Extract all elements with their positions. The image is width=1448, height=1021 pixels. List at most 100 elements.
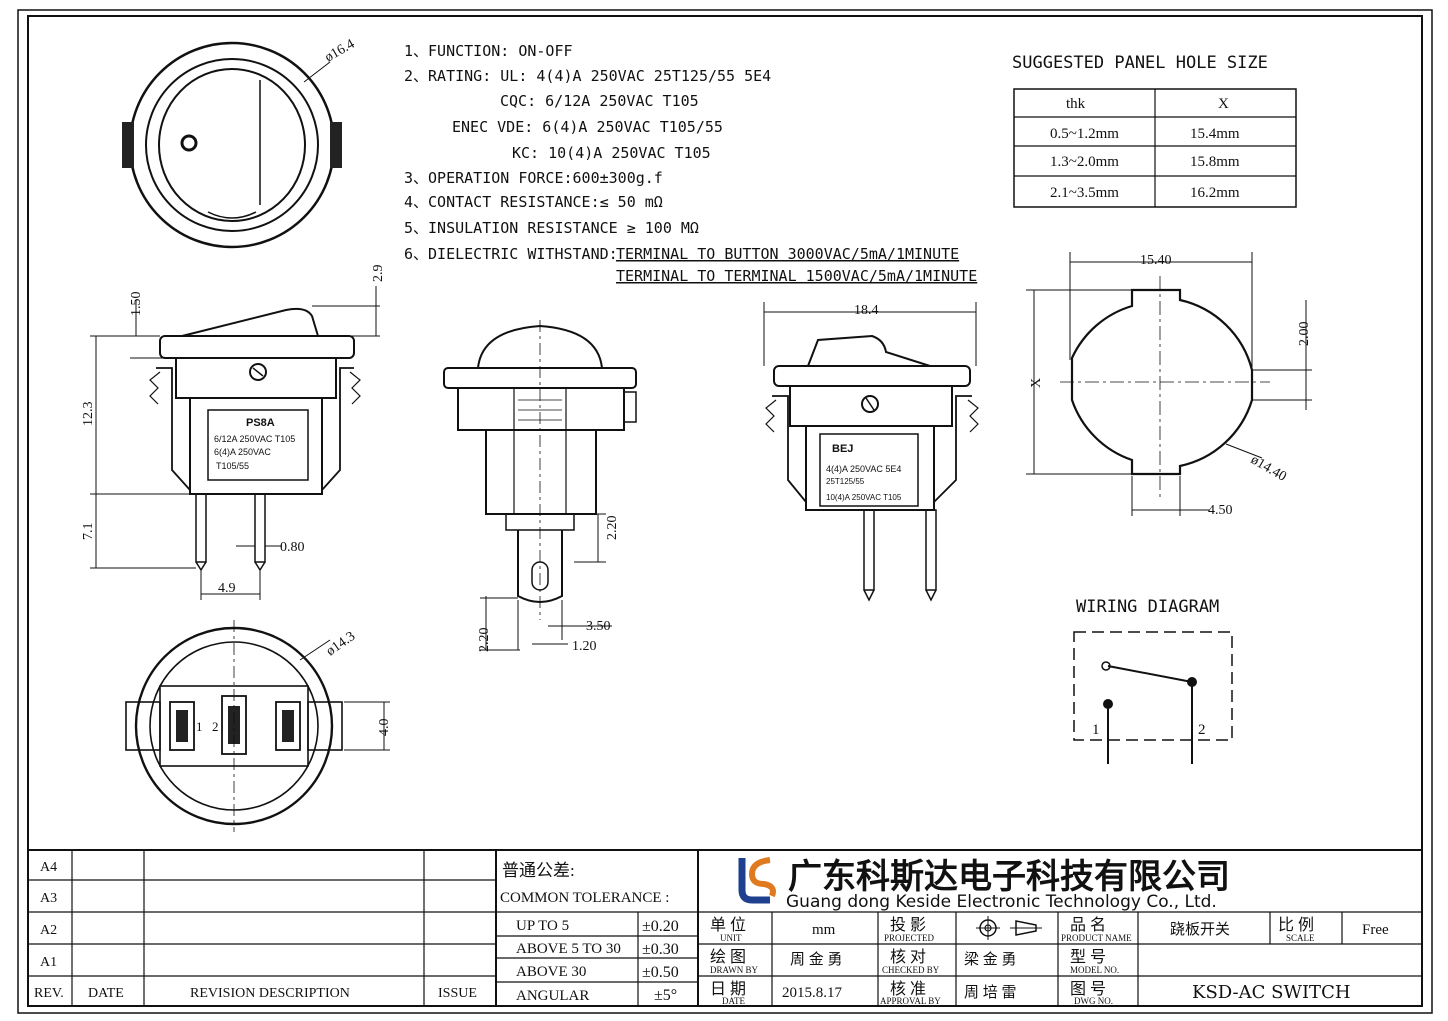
scale-value: Free bbox=[1362, 922, 1389, 938]
dwg-no-label-en: DWG NO. bbox=[1074, 996, 1113, 1006]
projected-label-cn: 投 影 bbox=[890, 916, 926, 934]
dim-1540: 15.40 bbox=[1140, 253, 1172, 268]
spec-insulation: 5、INSULATION RESISTANCE ≥ 100 MΩ bbox=[404, 219, 699, 237]
dim-200: 2.00 bbox=[1297, 322, 1312, 347]
tol-angular: ANGULAR bbox=[516, 988, 589, 1004]
rev-row-a2: A2 bbox=[40, 923, 57, 938]
front-label-line1: 6/12A 250VAC T105 bbox=[214, 434, 295, 444]
panel-title: SUGGESTED PANEL HOLE SIZE bbox=[1012, 53, 1268, 73]
rev-row-a1: A1 bbox=[40, 955, 57, 970]
dim-49: 4.9 bbox=[218, 581, 236, 596]
tolerance-en: COMMON TOLERANCE : bbox=[500, 890, 669, 906]
scale-label-cn: 比 例 bbox=[1278, 916, 1314, 934]
product-name-value: 跷板开关 bbox=[1170, 920, 1230, 938]
checked-by-label-en: CHECKED BY bbox=[882, 965, 940, 975]
model-label-cn: 型 号 bbox=[1070, 948, 1106, 966]
top-view: ø16.4 bbox=[122, 37, 358, 249]
company-logo bbox=[738, 857, 776, 904]
company-name-cn: 广东科斯达电子科技有限公司 bbox=[788, 857, 1230, 897]
wiring-diagram: WIRING DIAGRAM 1 2 bbox=[1073, 597, 1233, 764]
dim-hole-x: X bbox=[1029, 378, 1044, 388]
dim-184: 18.4 bbox=[854, 303, 879, 318]
section-dims: 2.20 3.50 2.20 1.20 bbox=[477, 516, 620, 655]
side-label: BEJ 4(4)A 250VAC 5E4 25T125/55 10(4)A 25… bbox=[826, 443, 902, 502]
dwg-no-value: KSD-AC SWITCH bbox=[1192, 982, 1351, 1003]
dim-450: 4.50 bbox=[1208, 503, 1233, 518]
bottom-pin-1: 1 bbox=[196, 719, 203, 734]
tolerance-block: 普通公差: COMMON TOLERANCE : UP TO 5 ±0.20 A… bbox=[500, 861, 679, 1004]
side-label-line3: 10(4)A 250VAC T105 bbox=[826, 493, 902, 502]
spec-rating-enec: ENEC VDE: 6(4)A 250VAC T105/55 bbox=[452, 118, 723, 136]
dim-bottom-40: 4.0 bbox=[377, 719, 392, 737]
drawn-by-label-cn: 绘 图 bbox=[710, 948, 746, 966]
date-label-cn: 日 期 bbox=[710, 980, 746, 998]
tol-up-to-5-val: ±0.20 bbox=[642, 918, 679, 935]
checked-by-value: 梁 金 勇 bbox=[964, 951, 1017, 968]
dim-top-dia: ø16.4 bbox=[323, 37, 358, 66]
spec-list: 1、FUNCTION: ON-OFF 2、RATING: UL: 4(4)A 2… bbox=[404, 42, 977, 285]
projected-label-en: PROJECTED bbox=[884, 933, 935, 943]
rev-head-rev: REV. bbox=[34, 986, 64, 1001]
side-label-line1: 4(4)A 250VAC 5E4 bbox=[826, 464, 901, 474]
date-value: 2015.8.17 bbox=[782, 985, 843, 1001]
spec-force: 3、OPERATION FORCE:600±300g.f bbox=[404, 169, 663, 187]
product-name-label-cn: 品 名 bbox=[1070, 916, 1106, 934]
dim-sec-220b: 2.20 bbox=[477, 628, 492, 653]
date-label-en: DATE bbox=[722, 996, 745, 1006]
front-label-line3: T105/55 bbox=[216, 461, 249, 471]
rev-row-a4: A4 bbox=[40, 860, 57, 875]
dim-080: 0.80 bbox=[280, 540, 305, 555]
panel-row2-thk: 1.3~2.0mm bbox=[1050, 154, 1119, 170]
spec-dielectric: 6、DIELECTRIC WITHSTAND: bbox=[404, 245, 618, 263]
spec-dielectric-2: TERMINAL TO TERMINAL 1500VAC/5mA/1MINUTE bbox=[616, 267, 977, 285]
side-dims: 18.4 bbox=[854, 303, 879, 318]
dim-71: 7.1 bbox=[81, 523, 96, 541]
panel-row3-thk: 2.1~3.5mm bbox=[1050, 185, 1119, 201]
dim-hole-dia: ø14.40 bbox=[1248, 452, 1289, 484]
spec-contact: 4、CONTACT RESISTANCE:≤ 50 mΩ bbox=[404, 193, 663, 211]
dim-sec-120: 1.20 bbox=[572, 639, 597, 654]
wiring-title: WIRING DIAGRAM bbox=[1076, 597, 1219, 617]
outer-border bbox=[17, 9, 1433, 1014]
tol-up-to-5: UP TO 5 bbox=[516, 918, 569, 934]
panel-head-x: X bbox=[1218, 96, 1229, 112]
front-label-model: PS8A bbox=[246, 417, 275, 429]
spec-rating-ul: 2、RATING: UL: 4(4)A 250VAC 25T125/55 5E4 bbox=[404, 67, 771, 85]
dim-bottom-dia: ø14.3 bbox=[324, 629, 358, 659]
unit-label-cn: 单 位 bbox=[710, 916, 746, 934]
wiring-pin-1: 1 bbox=[1092, 722, 1100, 738]
dim-123: 12.3 bbox=[81, 402, 96, 427]
panel-hole-table: SUGGESTED PANEL HOLE SIZE thk X 0.5~1.2m… bbox=[1012, 53, 1297, 208]
wiring-pin-2: 2 bbox=[1198, 722, 1206, 738]
tol-5-to-30-val: ±0.30 bbox=[642, 941, 679, 958]
panel-row3-x: 16.2mm bbox=[1190, 185, 1240, 201]
panel-hole-view bbox=[1026, 252, 1312, 516]
model-label-en: MODEL NO. bbox=[1070, 965, 1119, 975]
bottom-view bbox=[125, 620, 390, 832]
section-view bbox=[443, 320, 637, 651]
spec-rating-cqc: CQC: 6/12A 250VAC T105 bbox=[500, 92, 699, 110]
rev-head-issue: ISSUE bbox=[438, 986, 477, 1001]
title-block bbox=[28, 849, 1422, 1006]
bottom-pin-2: 2 bbox=[212, 719, 219, 734]
approval-label-cn: 核 准 bbox=[890, 980, 926, 998]
revision-block: A4 A3 A2 A1 REV. DATE REVISION DESCRIPTI… bbox=[34, 860, 477, 1001]
tol-above-30-val: ±0.50 bbox=[642, 964, 679, 981]
panel-row2-x: 15.8mm bbox=[1190, 154, 1240, 170]
spec-dielectric-1: TERMINAL TO BUTTON 3000VAC/5mA/1MINUTE bbox=[616, 245, 959, 263]
drawn-by-label-en: DRAWN BY bbox=[710, 965, 759, 975]
rev-head-desc: REVISION DESCRIPTION bbox=[190, 986, 350, 1001]
spec-rating-kc: KC: 10(4)A 250VAC T105 bbox=[512, 144, 711, 162]
side-view bbox=[763, 302, 979, 602]
spec-function: 1、FUNCTION: ON-OFF bbox=[404, 42, 573, 60]
front-label: PS8A 6/12A 250VAC T105 6(4)A 250VAC T105… bbox=[214, 417, 295, 471]
tol-angular-val: ±5° bbox=[654, 987, 677, 1004]
unit-value: mm bbox=[812, 922, 836, 938]
drawn-by-value: 周 金 勇 bbox=[790, 951, 843, 968]
scale-label-en: SCALE bbox=[1286, 933, 1315, 943]
info-grid: 单 位 UNIT mm 投 影 PROJECTED 品 名 PRODUCT NA… bbox=[710, 916, 1389, 1006]
rev-row-a3: A3 bbox=[40, 891, 57, 906]
tol-5-to-30: ABOVE 5 TO 30 bbox=[516, 941, 621, 957]
front-label-line2: 6(4)A 250VAC bbox=[214, 447, 271, 457]
tolerance-cn: 普通公差: bbox=[502, 861, 575, 880]
